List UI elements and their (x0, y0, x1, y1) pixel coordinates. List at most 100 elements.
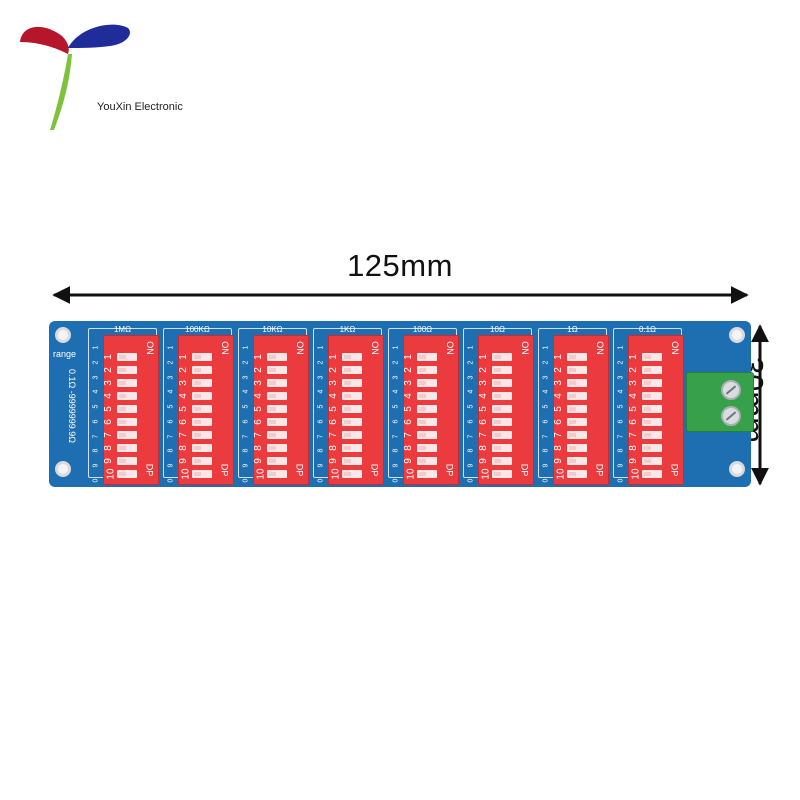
dip-switch-row: 3 (103, 377, 151, 389)
side-number: 2 (92, 360, 100, 365)
dip-switch-row: 1 (178, 351, 226, 363)
side-number: 8 (167, 448, 175, 453)
dip-slider (117, 444, 137, 452)
dip-switch-row: 9 (253, 455, 301, 467)
dip-switch-row: 5 (103, 403, 151, 415)
dip-switch-number: 3 (477, 380, 489, 386)
dip-switch-row: 10 (556, 468, 601, 480)
dip-switch-row: 4 (178, 390, 226, 402)
dip-switch-row: 3 (328, 377, 376, 389)
dip-switch-row: 7 (178, 429, 226, 441)
group-title: 1KΩ (339, 325, 356, 334)
dip-slider (117, 379, 137, 387)
dip-slider (267, 405, 287, 413)
dip-switch-number: 10 (105, 468, 117, 480)
dip-switch-row: 9 (328, 455, 376, 467)
side-number: 9 (92, 463, 100, 468)
dip-switch-number: 3 (402, 380, 414, 386)
dip-slider (417, 418, 437, 426)
dip-switch-row: 7 (253, 429, 301, 441)
dip-switch-row: 5 (328, 403, 376, 415)
side-number: 3 (617, 375, 625, 379)
dip-switch-number: 2 (402, 367, 414, 373)
side-number: 7 (392, 434, 400, 439)
dip-switch-row: 10 (631, 468, 676, 480)
dip-switch-number: 5 (252, 406, 264, 412)
side-number: 2 (167, 360, 175, 365)
dip-slider (192, 431, 212, 439)
dip-slider (642, 392, 662, 400)
dip-switch-number: 9 (327, 458, 339, 464)
dip-switch-number: 7 (252, 432, 264, 438)
side-number: 2 (617, 360, 625, 365)
side-number: 8 (542, 448, 550, 453)
dip-slider (642, 457, 662, 465)
side-number: 9 (242, 463, 250, 468)
side-number: 9 (392, 463, 400, 468)
dip-slider (567, 366, 587, 374)
dip-slider (492, 353, 512, 361)
dip-switch-row: 4 (403, 390, 451, 402)
width-dimension-label: 125mm (347, 248, 453, 283)
dip-switch-row: 7 (553, 429, 601, 441)
dip-slider (342, 418, 362, 426)
dip-slider (117, 418, 137, 426)
dip-switch-row: 5 (628, 403, 676, 415)
dip-switch-row: 2 (553, 364, 601, 376)
dip-slider (642, 366, 662, 374)
screw-terminal (686, 372, 754, 432)
side-number: 7 (542, 434, 550, 439)
dip-switch-number: 3 (102, 380, 114, 386)
dip-slider (567, 457, 587, 465)
side-number: 5 (317, 404, 325, 409)
side-number: 9 (167, 463, 175, 468)
side-number: 7 (242, 434, 250, 439)
dip-switch-row: 2 (253, 364, 301, 376)
group-title: 10KΩ (262, 325, 283, 334)
dip-switch-row: 5 (553, 403, 601, 415)
dip-switch-number: 5 (627, 406, 639, 412)
dip-switch-row: 6 (478, 416, 526, 428)
dip-switch-number: 8 (552, 445, 564, 451)
dip-slider (117, 431, 137, 439)
dip-switch-row: 10 (330, 468, 376, 480)
side-number: 3 (317, 375, 325, 379)
dip-slider (567, 470, 587, 478)
side-number: 5 (617, 404, 625, 409)
dip-slider (492, 366, 512, 374)
mount-hole (55, 327, 71, 343)
side-number: 9 (317, 463, 325, 468)
dip-switch-row: 1 (403, 351, 451, 363)
dip-slider (192, 418, 212, 426)
dip-switch-number: 2 (327, 367, 339, 373)
dip-slider (342, 379, 362, 387)
dip-switch-row: 1 (553, 351, 601, 363)
dip-switch-number: 6 (627, 419, 639, 425)
dip-switch-number: 3 (327, 380, 339, 386)
dip-slider (492, 405, 512, 413)
dip-slider (492, 379, 512, 387)
side-number: 3 (167, 375, 175, 379)
dip-switch-number: 10 (405, 468, 417, 480)
dip-switch-row: 10 (105, 468, 151, 480)
dip-switch-row: 8 (103, 442, 151, 454)
dip-switch-number: 10 (330, 468, 342, 480)
dip-switch-number: 7 (552, 432, 564, 438)
dip-slider (417, 431, 437, 439)
dip-switch-row: 1 (253, 351, 301, 363)
dip-slider (642, 379, 662, 387)
dip-switch-number: 2 (552, 367, 564, 373)
side-number: 8 (317, 448, 325, 453)
group-title: 1MΩ (113, 325, 132, 334)
side-number: 3 (467, 375, 475, 379)
dip-switch-row: 8 (328, 442, 376, 454)
group-title: 1Ω (567, 325, 578, 334)
side-number: 6 (467, 419, 475, 424)
dip-slider (417, 405, 437, 413)
side-number: 1 (617, 345, 625, 350)
dip-switch-row: 6 (403, 416, 451, 428)
